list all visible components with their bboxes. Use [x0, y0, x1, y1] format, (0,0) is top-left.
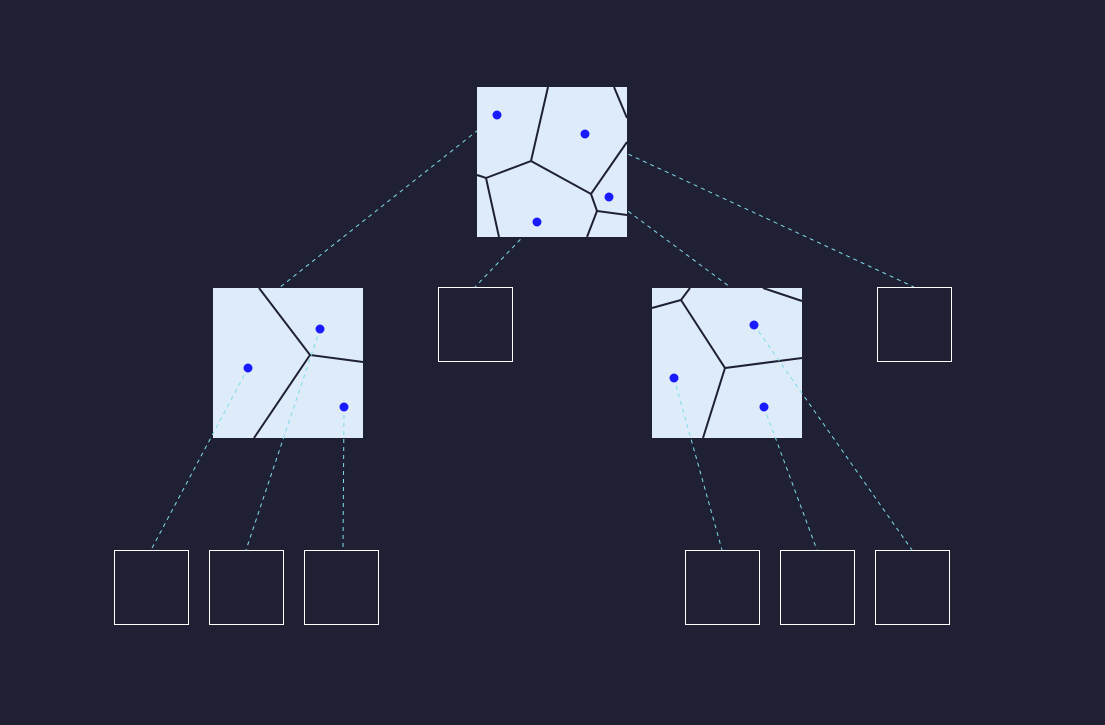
site-point	[759, 402, 769, 412]
left-voronoi-node	[213, 287, 364, 439]
link	[673, 377, 723, 551]
empty-node	[877, 287, 952, 362]
root-voronoi-node	[476, 86, 628, 238]
empty-node	[438, 287, 513, 362]
site-point	[532, 217, 542, 227]
empty-node	[685, 550, 760, 625]
site-point	[749, 320, 759, 330]
level1-site-points	[243, 320, 769, 412]
link	[278, 114, 498, 289]
link	[474, 221, 538, 288]
site-point	[315, 324, 325, 334]
links	[278, 114, 915, 289]
empty-node	[114, 550, 189, 625]
site-point	[492, 110, 502, 120]
site-point	[243, 363, 253, 373]
links-level2	[150, 324, 913, 551]
link	[608, 196, 731, 288]
site-point	[339, 402, 349, 412]
site-point	[604, 192, 614, 202]
link	[150, 367, 249, 551]
link	[753, 324, 913, 551]
site-point	[580, 129, 590, 139]
link	[245, 328, 321, 551]
link	[763, 406, 818, 551]
empty-node	[780, 550, 855, 625]
link	[584, 133, 915, 288]
empty-node	[209, 550, 284, 625]
empty-nodes	[114, 287, 952, 625]
right-voronoi-node	[651, 287, 803, 439]
empty-node	[875, 550, 950, 625]
empty-node	[304, 550, 379, 625]
site-point	[669, 373, 679, 383]
